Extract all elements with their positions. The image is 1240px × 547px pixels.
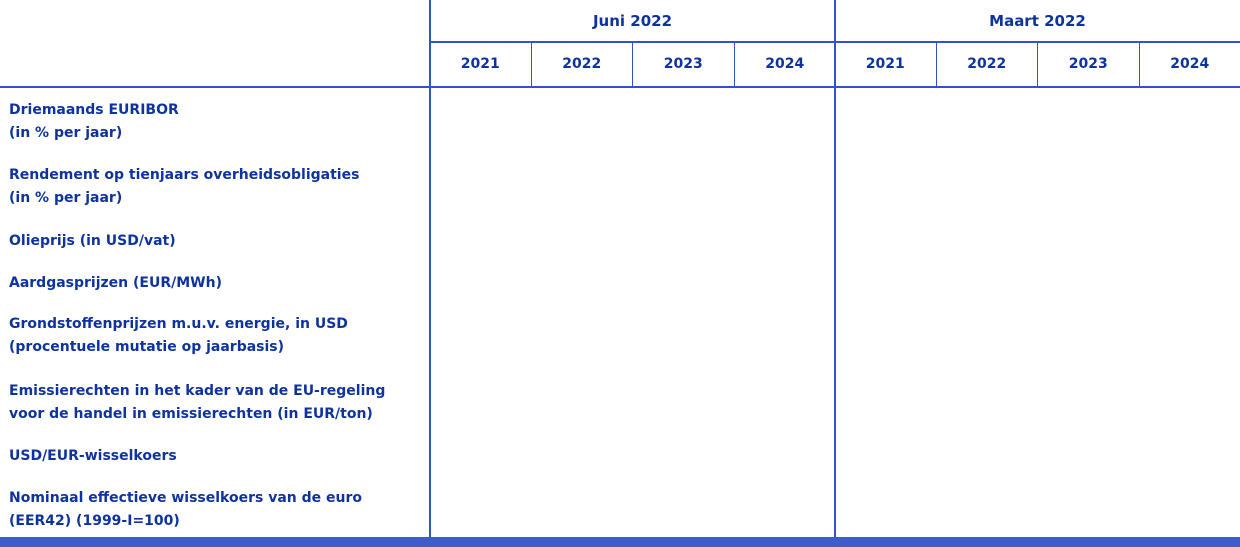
row-label-usd-eur-wisselkoers: USD/EUR-wisselkoers: [9, 445, 427, 468]
year-header-juni-2021: 2021: [460, 56, 500, 72]
divider-juni-maart: [834, 0, 836, 538]
year-header-maart-2024: 2024: [1138, 42, 1240, 87]
row-label-line: (procentuele mutatie op jaarbasis): [9, 339, 285, 355]
row-label-line: (in % per jaar): [9, 125, 123, 141]
column-group-header-juni-2022: Juni 2022: [592, 12, 673, 30]
row-label-line: Nominaal effectieve wisselkoers van de e…: [9, 490, 363, 506]
column-group-header-maart-2022: Maart 2022: [989, 12, 1086, 30]
row-label-line: voor de handel in emissierechten (in EUR…: [9, 406, 373, 422]
row-label-grondstoffenprijzen: Grondstoffenprijzen m.u.v. energie, in U…: [9, 313, 427, 359]
years-header-row: 2021 2022 2023 2024 2021 2022 2023 2024: [430, 42, 1240, 87]
row-label-line: USD/EUR-wisselkoers: [9, 448, 177, 464]
row-label-line: (EER42) (1999-I=100): [9, 513, 180, 529]
row-label-driemaands-euribor: Driemaands EURIBOR (in % per jaar): [9, 99, 427, 145]
row-label-olieprijs: Olieprijs (in USD/vat): [9, 230, 427, 253]
row-label-rendement-tienjaars: Rendement op tienjaars overheidsobligati…: [9, 164, 427, 210]
row-label-line: Aardgasprijzen (EUR/MWh): [9, 275, 222, 291]
row-label-line: Rendement op tienjaars overheidsobligati…: [9, 167, 360, 183]
row-label-emissierechten: Emissierechten in het kader van de EU-re…: [9, 380, 427, 426]
year-header-juni-2024: 2024: [733, 42, 836, 87]
year-header-juni-2022: 2022: [530, 42, 633, 87]
divider-labels-juni: [429, 0, 431, 538]
row-label-line: (in % per jaar): [9, 190, 123, 206]
table-bottom-rule: [0, 537, 1240, 547]
year-header-maart-2022: 2022: [935, 42, 1038, 87]
row-label-line: Olieprijs (in USD/vat): [9, 233, 176, 249]
row-label-aardgasprijzen: Aardgasprijzen (EUR/MWh): [9, 272, 427, 295]
year-header-maart-2021: 2021: [865, 56, 905, 72]
row-label-line: Driemaands EURIBOR: [9, 102, 179, 118]
row-label-line: Emissierechten in het kader van de EU-re…: [9, 383, 386, 399]
row-label-nominaal-effectieve-wisselkoers: Nominaal effectieve wisselkoers van de e…: [9, 487, 427, 533]
rule-under-years-row: [0, 86, 1240, 88]
year-header-juni-2023: 2023: [632, 42, 734, 87]
row-label-line: Grondstoffenprijzen m.u.v. energie, in U…: [9, 316, 348, 332]
year-header-maart-2023: 2023: [1037, 42, 1139, 87]
